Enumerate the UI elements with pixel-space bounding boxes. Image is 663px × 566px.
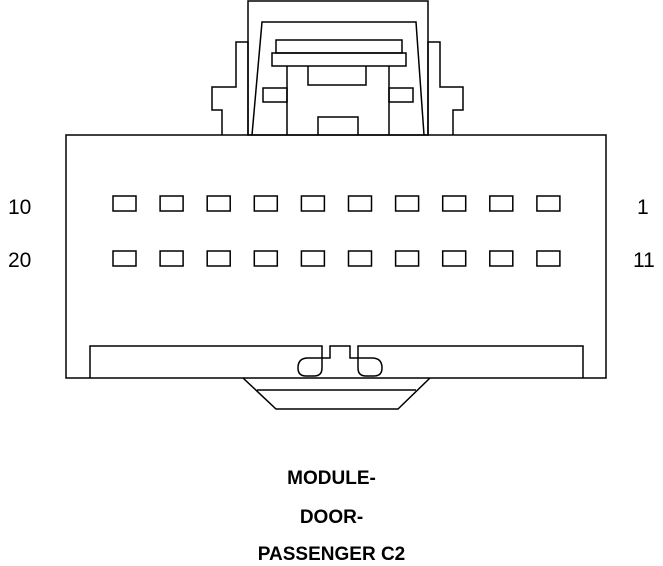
pin-label-20: 20 xyxy=(8,249,32,272)
pin-cavity-bottom-9 xyxy=(489,250,514,267)
pin-label-10: 10 xyxy=(8,196,32,219)
pin-cavity-bottom-3 xyxy=(206,250,231,267)
pin-cavity-bottom-1 xyxy=(112,250,137,267)
pin-cavity-bottom-4 xyxy=(253,250,279,267)
pin-cavity-top-8 xyxy=(441,195,467,212)
pin-label-11: 11 xyxy=(633,249,655,272)
pin-cavity-bottom-5 xyxy=(300,250,326,267)
pin-cavity-bottom-7 xyxy=(394,250,420,267)
pin-label-1: 1 xyxy=(637,196,649,219)
caption-line-1: MODULE- xyxy=(287,468,376,489)
caption-line-3: PASSENGER C2 xyxy=(257,544,406,565)
pin-cavity-top-9 xyxy=(489,195,514,212)
pin-cavity-top-10 xyxy=(536,195,561,212)
pin-cavity-bottom-10 xyxy=(536,250,561,267)
connector-bottom-tab xyxy=(242,377,431,410)
pin-cavity-top-3 xyxy=(206,195,231,212)
pin-cavity-top-1 xyxy=(112,195,137,212)
pin-cavity-bottom-8 xyxy=(441,250,467,267)
pin-cavity-bottom-6 xyxy=(347,250,373,267)
caption-line-2: DOOR- xyxy=(299,507,364,528)
connector-latch xyxy=(211,0,464,136)
connector-key-slot xyxy=(89,345,584,378)
pin-cavity-bottom-2 xyxy=(159,250,184,267)
pin-cavity-top-7 xyxy=(394,195,420,212)
pin-cavities xyxy=(112,195,561,267)
pin-cavity-top-4 xyxy=(253,195,279,212)
pin-cavity-top-6 xyxy=(347,195,373,212)
pin-cavity-top-5 xyxy=(300,195,326,212)
pin-cavity-top-2 xyxy=(159,195,184,212)
connector-housing xyxy=(65,134,607,379)
